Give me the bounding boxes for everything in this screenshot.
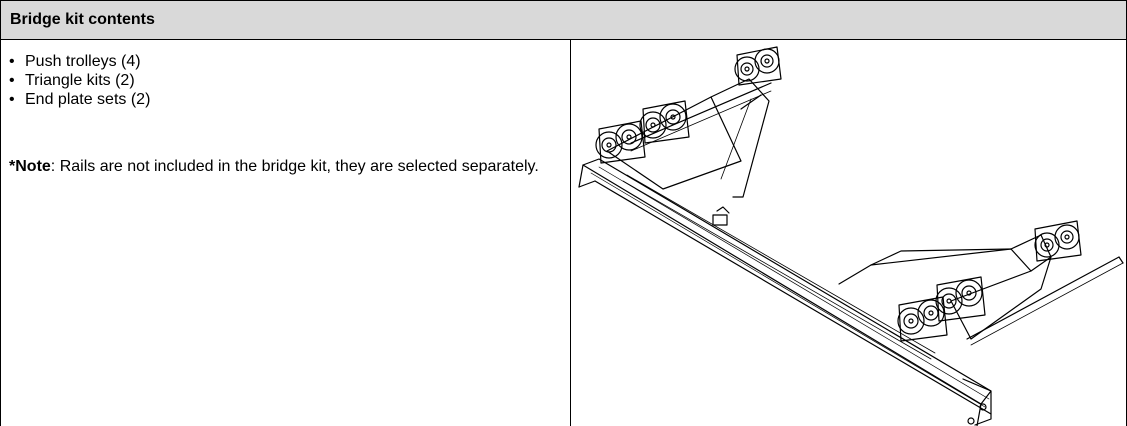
note-prefix: * [9, 158, 16, 175]
note-text: : Rails are not included in the bridge k… [50, 158, 539, 175]
figure-cell [571, 39, 1127, 426]
list-item: • End plate sets (2) [9, 90, 150, 109]
trolley [639, 100, 690, 144]
trolley [1034, 220, 1082, 262]
trolley [897, 296, 948, 342]
table-header-title: Bridge kit contents [10, 11, 155, 28]
table-header: Bridge kit contents [0, 0, 1127, 40]
note-label: Note [15, 158, 51, 175]
list-item: • Triangle kits (2) [9, 71, 150, 90]
trolley [734, 46, 782, 86]
list-item-label: Push trolleys (4) [25, 53, 141, 70]
list-item-label: Triangle kits (2) [25, 72, 135, 89]
trolley [595, 120, 646, 164]
contents-cell: • Push trolleys (4) • Triangle kits (2) • E… [0, 39, 571, 426]
list-item-label: End plate sets (2) [25, 91, 151, 108]
bullet-icon: • [9, 91, 15, 108]
bridge-kit-drawing-icon [578, 46, 1124, 426]
trolley [935, 276, 986, 322]
contents-list: • Push trolleys (4) • Triangle kits (2) • E… [9, 52, 150, 109]
bullet-icon: • [9, 53, 15, 70]
list-item: • Push trolleys (4) [9, 52, 150, 71]
bullet-icon: • [9, 72, 15, 89]
note-paragraph: *Note: Rails are not included in the bri… [9, 157, 554, 176]
